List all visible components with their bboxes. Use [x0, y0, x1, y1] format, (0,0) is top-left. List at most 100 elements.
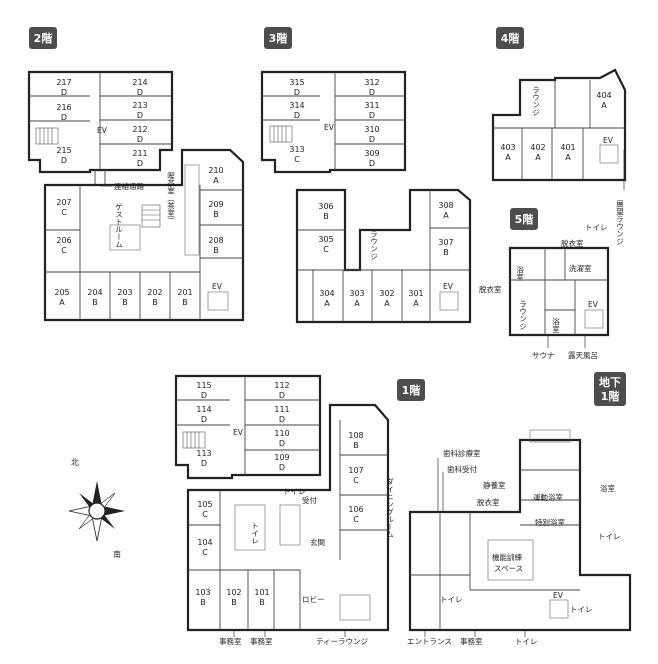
room-107-number: 107 — [348, 466, 363, 475]
room-213-type: D — [137, 111, 143, 120]
room-208-number: 208 — [208, 236, 223, 245]
ev-3f-north: EV — [324, 123, 335, 132]
label-dining-room: ダイニングルーム — [385, 477, 394, 539]
room-315-number: 315 — [289, 78, 304, 87]
room-311-number: 311 — [364, 101, 379, 110]
floor-badge-b1: 地下 1階 — [594, 372, 626, 406]
room-314-number: 314 — [289, 101, 304, 110]
ev-5f: EV — [588, 300, 599, 309]
room-101-number: 101 — [254, 588, 269, 597]
floor-1-plan — [174, 374, 390, 632]
ev-1f: EV — [233, 428, 244, 437]
label-dental-clinic: 歯科診療室 — [443, 448, 481, 458]
room-216-number: 216 — [56, 103, 71, 112]
room-203-type: B — [122, 298, 128, 307]
room-106-type: C — [353, 515, 359, 524]
room-204-type: B — [92, 298, 98, 307]
room-403-type: A — [505, 153, 511, 162]
room-114-type: D — [201, 415, 207, 424]
room-305-number: 305 — [318, 235, 333, 244]
room-102-type: B — [231, 598, 237, 607]
room-215-type: D — [61, 156, 67, 165]
room-304-number: 304 — [319, 289, 334, 298]
room-211-type: D — [137, 159, 143, 168]
room-214-number: 214 — [132, 78, 147, 87]
label-toilet-b1-right: トイレ — [598, 532, 621, 541]
room-109-type: D — [279, 463, 285, 472]
label-toilet-b1-ev: トイレ — [570, 605, 593, 614]
room-403-number: 403 — [500, 143, 515, 152]
floor-badge-b1-line1: 地下 — [599, 375, 621, 389]
label-bath-5f-center: 浴室 — [551, 317, 560, 334]
room-402-type: A — [535, 153, 541, 162]
floor-b1-plan — [408, 429, 632, 632]
room-306-number: 306 — [318, 202, 333, 211]
label-tea-lounge: ティーラウンジ — [316, 637, 369, 646]
label-toilet-1f-side: トイレ — [251, 522, 260, 545]
floor-2-plan — [27, 70, 245, 322]
label-office-1f-right: 事務室 — [250, 636, 273, 646]
label-exercise-room: 運動浴室 — [533, 492, 563, 502]
room-101-type: B — [259, 598, 265, 607]
room-206-type: C — [61, 246, 67, 255]
room-214-type: D — [137, 88, 143, 97]
floor-badge-b1-line2: 1階 — [601, 389, 620, 403]
room-212-number: 212 — [132, 125, 147, 134]
room-204-number: 204 — [87, 288, 102, 297]
room-108-number: 108 — [348, 431, 363, 440]
facility-labels: EV EV EV EV EV EV EV EV 連絡通路 ゲストルーム 喫茶室（… — [97, 86, 625, 646]
floor-3-plan — [260, 70, 472, 324]
label-tea-room: 喫茶室（茶室） — [166, 171, 175, 225]
label-nursing-room: 静養室 — [483, 480, 506, 490]
room-308-number: 308 — [438, 201, 453, 210]
room-313-type: C — [294, 155, 300, 164]
svg-text:3階: 3階 — [269, 31, 288, 45]
room-301-type: A — [413, 299, 419, 308]
room-105-type: C — [202, 510, 208, 519]
room-207-type: C — [61, 208, 67, 217]
room-111-number: 111 — [274, 405, 289, 414]
room-103-type: B — [200, 598, 206, 607]
room-315-type: D — [294, 88, 300, 97]
room-301-number: 301 — [408, 289, 423, 298]
room-207-number: 207 — [56, 198, 71, 207]
svg-text:1階: 1階 — [402, 383, 421, 397]
room-401-number: 401 — [560, 143, 575, 152]
compass: 北 南 — [68, 458, 125, 559]
ev-3f-south: EV — [443, 282, 454, 291]
label-rehab-space-line1: 機能訓練 — [492, 552, 522, 562]
room-209-number: 209 — [208, 200, 223, 209]
room-206-number: 206 — [56, 236, 71, 245]
compass-north-label: 北 — [71, 458, 79, 467]
ev-2f-south: EV — [212, 282, 223, 291]
floor-badge-5: 5階 — [510, 208, 538, 230]
room-114-number: 114 — [196, 405, 211, 414]
room-217-type: D — [61, 88, 67, 97]
room-210-type: A — [213, 176, 219, 185]
label-dental-reception: 歯科受付 — [447, 464, 477, 474]
label-dressing-5f-left: 脱衣室 — [479, 284, 502, 294]
floor-4-plan — [491, 68, 627, 182]
room-216-type: D — [61, 113, 67, 122]
room-303-number: 303 — [349, 289, 364, 298]
room-202-number: 202 — [147, 288, 162, 297]
room-102-number: 102 — [226, 588, 241, 597]
label-lounge-3f: ラウンジ — [370, 230, 379, 260]
label-laundry-5f: 洗濯室 — [569, 263, 592, 273]
label-passage: 連絡通路 — [114, 181, 144, 191]
room-109-number: 109 — [274, 453, 289, 462]
room-215-number: 215 — [56, 146, 71, 155]
room-104-number: 104 — [197, 538, 212, 547]
room-310-type: D — [369, 135, 375, 144]
room-110-number: 110 — [274, 429, 289, 438]
label-bath-b1: 浴室 — [600, 483, 615, 493]
label-special-bath: 特別浴室 — [535, 517, 565, 527]
label-guest-room: ゲストルーム — [114, 203, 123, 249]
room-401-type: A — [565, 153, 571, 162]
room-213-number: 213 — [132, 101, 147, 110]
floor-5-plan — [508, 246, 610, 337]
room-404-type: A — [601, 101, 607, 110]
room-labels: 217 D 214 D 216 D 213 D 212 D 215 D 211 … — [54, 78, 611, 607]
room-302-type: A — [384, 299, 390, 308]
label-toilet-1f-top: トイレ — [283, 487, 306, 496]
